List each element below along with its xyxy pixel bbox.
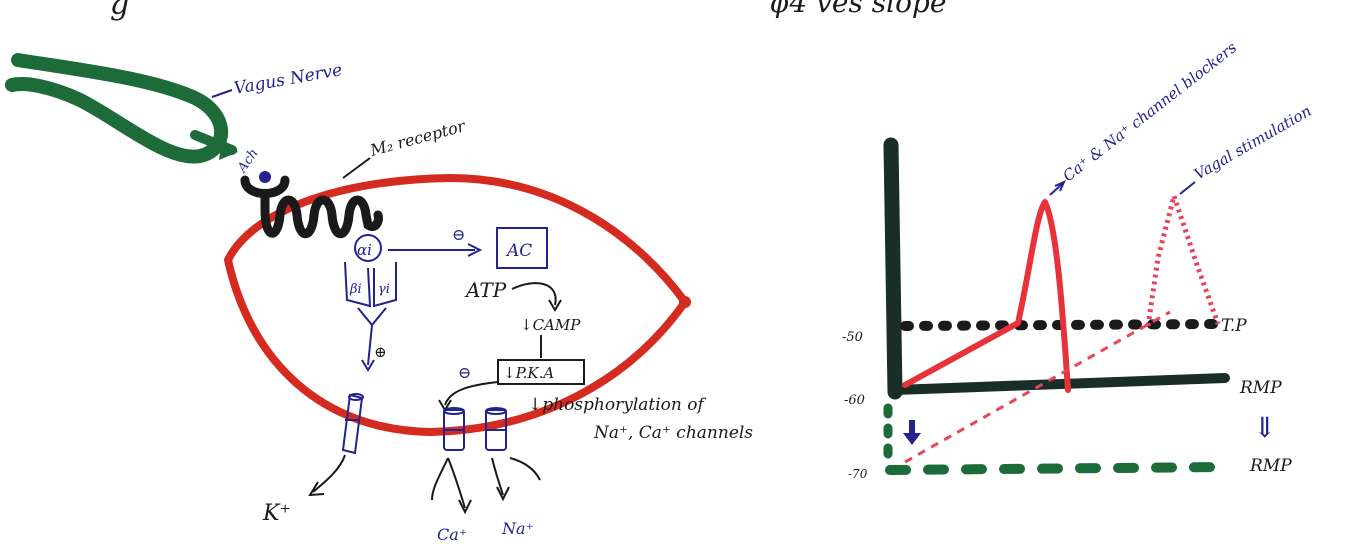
m2-label-pointer bbox=[342, 157, 371, 179]
betagamma-arrowhead-icon bbox=[361, 359, 375, 372]
inhibit-symbol-ac: ⊖ bbox=[452, 225, 465, 244]
k-channel-top bbox=[348, 393, 364, 401]
hyperpolarized-rmp-line bbox=[885, 462, 1230, 475]
arrowhead-icon bbox=[467, 243, 483, 257]
k-arrowhead-icon bbox=[308, 481, 325, 497]
ca-channel bbox=[431, 407, 472, 515]
gamma-i-label: γi bbox=[378, 282, 390, 297]
na-arrowhead-icon bbox=[496, 486, 510, 502]
beta-i-label: βi bbox=[349, 282, 362, 297]
rmp-down-arrow: ⇓ bbox=[1253, 411, 1276, 444]
ac-box bbox=[496, 227, 548, 269]
header-fragment-left: g bbox=[110, 0, 129, 22]
na-channel bbox=[485, 407, 541, 502]
blockers-pointer bbox=[1049, 183, 1063, 196]
vagal-label: Vagal stimulation bbox=[1191, 102, 1314, 184]
na-ion-label: Na⁺ bbox=[501, 519, 534, 538]
stimulate-symbol: ⊕ bbox=[374, 343, 387, 361]
vagal-action-potential bbox=[1145, 193, 1221, 327]
atp-arrowhead-icon bbox=[548, 299, 562, 312]
beta-i-subunit bbox=[344, 261, 372, 308]
pka-to-channel-arrow bbox=[444, 381, 499, 406]
ach-ligand-icon bbox=[259, 171, 271, 183]
k-ion-label: K⁺ bbox=[262, 501, 291, 526]
alpha-i-subunit bbox=[354, 234, 382, 262]
ca-ion-label: Ca⁺ bbox=[437, 525, 467, 544]
vagal-pointer bbox=[1179, 181, 1196, 195]
membrane-node bbox=[679, 296, 691, 308]
vagus-nerve-label: Vagus Nerve bbox=[232, 60, 343, 99]
k-efflux-arrow bbox=[312, 454, 346, 493]
k-channel-body bbox=[341, 393, 364, 455]
m2-receptor-label: M₂ receptor bbox=[367, 116, 468, 160]
tp-label: T.P bbox=[1221, 316, 1247, 336]
m2-receptor-shape bbox=[240, 175, 383, 239]
pka-label: ↓P.K.A bbox=[503, 364, 554, 382]
ytick-minus70: -70 bbox=[848, 467, 868, 481]
na-channel-top bbox=[485, 407, 507, 415]
vagus-nerve-shape bbox=[5, 53, 229, 164]
ach-label: Ach bbox=[234, 146, 261, 176]
vagus-label-pointer bbox=[211, 89, 233, 98]
alpha-i-label: αi bbox=[357, 241, 372, 259]
potential-graph: T.P -50 -60 -70 Ca⁺ & Na⁺ channel blocke… bbox=[842, 38, 1314, 481]
rmp-label-top: RMP bbox=[1239, 378, 1282, 398]
ac-label: AC bbox=[505, 241, 532, 261]
phosphorylation-line2: Na⁺, Ca⁺ channels bbox=[593, 423, 753, 443]
nerve-arrowhead-icon bbox=[219, 138, 238, 160]
ytick-minus60: -60 bbox=[844, 393, 865, 408]
vagal-prepotential-dashed bbox=[904, 310, 1171, 464]
ytick-minus50: -50 bbox=[842, 330, 863, 345]
header-fragment-right: ɸ4 ves slope bbox=[770, 0, 946, 19]
atp-to-camp-arrow bbox=[511, 282, 557, 306]
k-channel bbox=[308, 393, 364, 497]
ca-influx-arrow bbox=[431, 457, 466, 509]
down-arrow-icon bbox=[903, 433, 921, 445]
cell-diagram: Vagus Nerve Ach M₂ receptor αi ⊖ AC βi γ… bbox=[5, 53, 753, 544]
ca-channel-top bbox=[443, 407, 465, 415]
ca-arrowhead-icon bbox=[458, 499, 472, 515]
y-axis bbox=[883, 137, 903, 400]
rmp-baseline bbox=[890, 373, 1230, 395]
blocker-action-potential bbox=[902, 199, 1071, 393]
na-influx-arrow bbox=[491, 457, 541, 496]
blockers-arrowhead-icon bbox=[1054, 180, 1066, 192]
camp-label: ↓CAMP bbox=[520, 316, 581, 334]
gamma-i-subunit bbox=[373, 262, 397, 308]
rmp-label-bottom: RMP bbox=[1249, 456, 1292, 476]
atp-label: ATP bbox=[464, 278, 507, 302]
pka-box bbox=[497, 359, 585, 385]
inhibit-symbol-channels: ⊖ bbox=[458, 363, 471, 382]
betagamma-arrow bbox=[357, 307, 387, 366]
threshold-line bbox=[900, 319, 1220, 331]
phosphorylation-line1: ↓phosphorylation of bbox=[528, 395, 706, 415]
